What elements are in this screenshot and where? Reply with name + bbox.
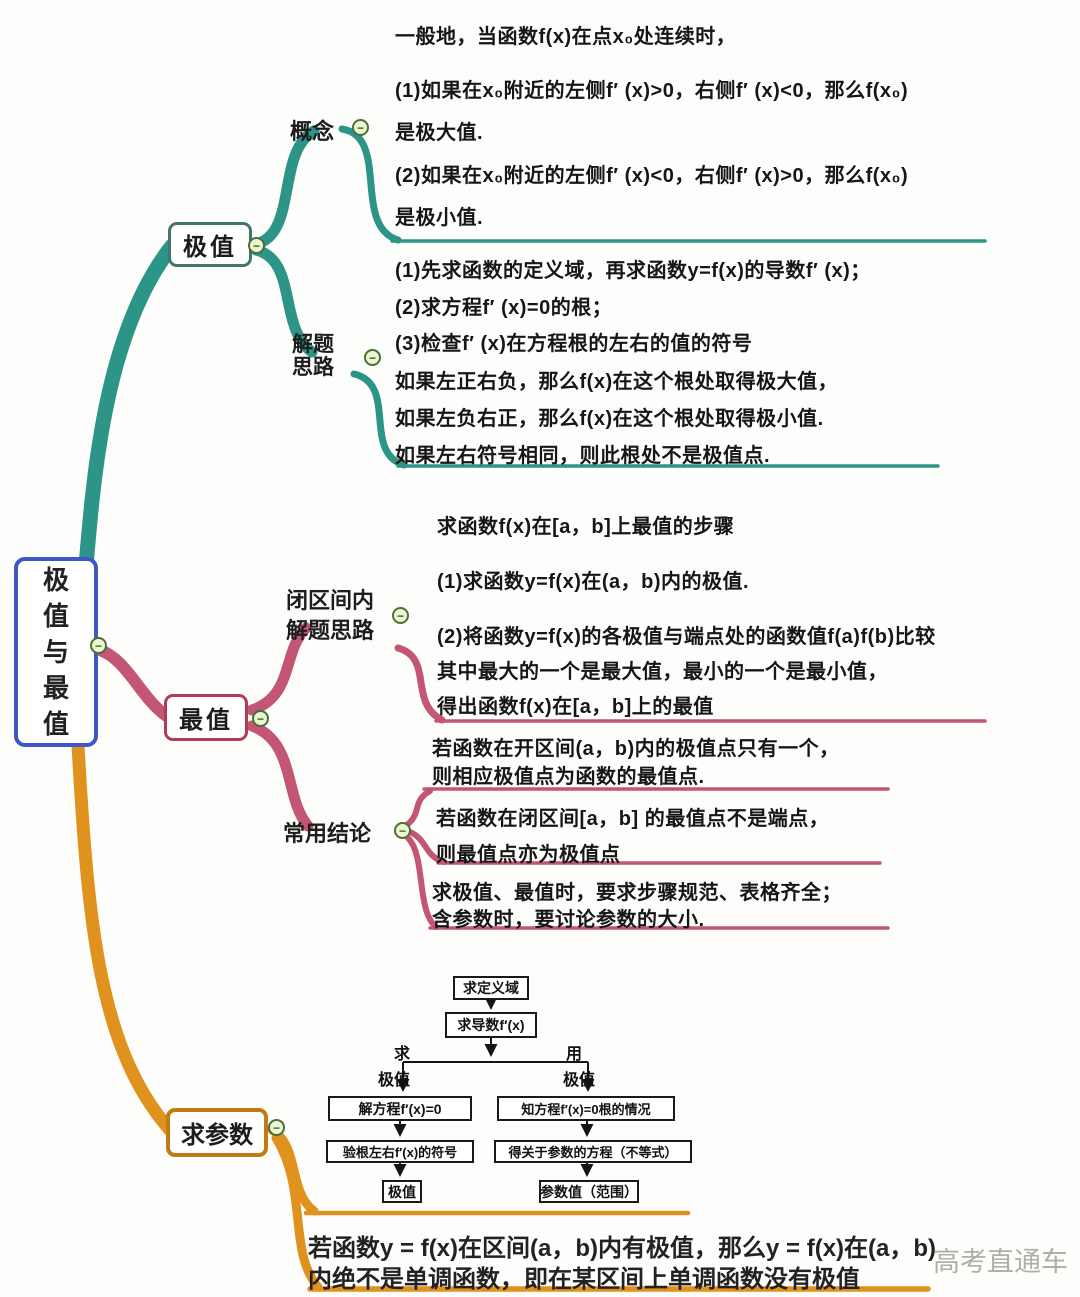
branch-changyong-lead1 — [405, 788, 433, 827]
changyong-line: 若函数在开区间(a，b)内的极值点只有一个， — [432, 738, 840, 760]
flowchart-label-left-bottom: 极值 — [378, 1072, 411, 1089]
flowchart-box-parameter-equation: 得关于参数的方程（不等式） — [494, 1140, 692, 1163]
flowchart-box-extremum: 极值 — [382, 1180, 422, 1203]
jieti-line: 如果左右符号相同，则此根处不是极值点. — [395, 445, 771, 467]
collapse-button-biqujian[interactable]: − — [392, 607, 409, 624]
collapse-button-qiucanshu[interactable]: − — [268, 1119, 285, 1136]
label-changyong[interactable]: 常用结论 — [283, 821, 372, 846]
root-node[interactable]: 极值与最值 — [14, 557, 98, 747]
flowchart-box-check-signs: 验根左右f′(x)的符号 — [326, 1140, 474, 1163]
biqujian-line: (2)将函数y=f(x)的各极值与端点处的函数值f(a)f(b)比较 — [437, 626, 936, 648]
changyong-line: 则相应极值点为函数的最值点. — [432, 766, 705, 788]
collapse-button-zuizhi[interactable]: − — [252, 710, 269, 727]
branch-root-to-qiucanshu — [71, 739, 177, 1137]
flowchart-box-define-domain: 求定义域 — [453, 976, 529, 1000]
flowchart-box-solve-equation: 解方程f′(x)=0 — [328, 1096, 472, 1121]
biqujian-line: 得出函数f(x)在[a，b]上的最值 — [437, 696, 714, 718]
branch-biqujian-lead — [394, 644, 446, 724]
branch-jizhi-to-jieti — [250, 244, 318, 358]
gainian-line: 是极小值. — [395, 207, 484, 229]
branch-gainian-lead — [338, 125, 402, 244]
node-zuizhi-label: 最值 — [179, 707, 233, 734]
flowchart-label-right-bottom: 极值 — [563, 1072, 596, 1089]
changyong-line: 若函数在闭区间[a，b] 的最值点不是端点， — [436, 808, 830, 830]
node-zuizhi[interactable]: 最值 — [164, 694, 248, 741]
branch-changyong-lead2 — [407, 829, 447, 865]
flowchart-box-parameter-value: 参数值（范围） — [539, 1180, 639, 1203]
collapse-button-changyong[interactable]: − — [394, 822, 411, 839]
biqujian-line: 其中最大的一个是最大值，最小的一个是最小值， — [437, 661, 888, 683]
flowchart-box-known-roots: 知方程f′(x)=0根的情况 — [497, 1096, 675, 1121]
changyong-line: 求极值、最值时，要求步骤规范、表格齐全； — [432, 882, 842, 904]
branch-zuizhi-to-changyong — [246, 720, 314, 832]
jieti-line: (1)先求函数的定义域，再求函数y=f(x)的导数f′ (x)； — [395, 260, 871, 282]
collapse-button-gainian[interactable]: − — [352, 119, 369, 136]
flowchart-box-derivative: 求导数f′(x) — [445, 1012, 537, 1038]
collapse-button-jizhi[interactable]: − — [248, 237, 265, 254]
branch-jizhi-to-gainian — [250, 125, 320, 250]
jieti-line: 如果左负右正，那么f(x)在这个根处取得极小值. — [395, 408, 824, 430]
collapse-button-root[interactable]: − — [90, 637, 107, 654]
label-biqujian[interactable]: 闭区间内解题思路 — [285, 588, 374, 643]
gainian-line: 是极大值. — [395, 122, 484, 144]
branch-jieti-lead — [350, 370, 408, 469]
collapse-button-jieti[interactable]: − — [364, 349, 381, 366]
branch-changyong-lead3 — [405, 835, 439, 930]
biqujian-line: 求函数f(x)在[a，b]上最值的步骤 — [437, 516, 735, 538]
watermark: 高考直通车 — [933, 1247, 1068, 1277]
root-node-label: 极值与最值 — [42, 565, 69, 739]
qiucanshu-note-line: 若函数y = f(x)在区间(a，b)内有极值，那么y = f(x)在(a，b) — [308, 1235, 937, 1262]
jieti-line: 如果左正右负，那么f(x)在这个根处取得极大值， — [395, 371, 839, 393]
flowchart-label-right-top: 用 — [566, 1046, 583, 1063]
biqujian-line: (1)求函数y=f(x)在(a，b)内的极值. — [437, 571, 750, 593]
jieti-line: (3)检查f′ (x)在方程根的左右的值的符号 — [395, 333, 753, 355]
node-qiucanshu[interactable]: 求参数 — [166, 1108, 268, 1157]
gainian-line: (1)如果在x₀附近的左侧f′ (x)>0，右侧f′ (x)<0，那么f(x₀) — [395, 80, 909, 102]
branch-zuizhi-to-biqujian — [246, 622, 312, 716]
label-gainian[interactable]: 概念 — [290, 119, 335, 144]
node-qiucanshu-label: 求参数 — [181, 1122, 253, 1149]
jieti-line: (2)求方程f′ (x)=0的根； — [395, 297, 613, 319]
branch-root-to-zuizhi — [94, 644, 174, 723]
branch-qiucanshu-lead2 — [271, 1133, 323, 1292]
node-jizhi-label: 极值 — [183, 234, 237, 261]
node-jizhi[interactable]: 极值 — [168, 222, 252, 267]
changyong-line: 则最值点亦为极值点 — [436, 844, 621, 866]
changyong-line: 含参数时，要讨论参数的大小. — [432, 909, 705, 931]
gainian-line: 一般地，当函数f(x)在点x₀处连续时， — [395, 26, 737, 48]
branch-root-to-jizhi — [78, 238, 180, 574]
flowchart-label-left-top: 求 — [394, 1046, 411, 1063]
gainian-line: (2)如果在x₀附近的左侧f′ (x)<0，右侧f′ (x)>0，那么f(x₀) — [395, 165, 909, 187]
label-jieti[interactable]: 解题思路 — [292, 333, 334, 379]
qiucanshu-note-line: 内绝不是单调函数，即在某区间上单调函数没有极值 — [308, 1266, 860, 1293]
